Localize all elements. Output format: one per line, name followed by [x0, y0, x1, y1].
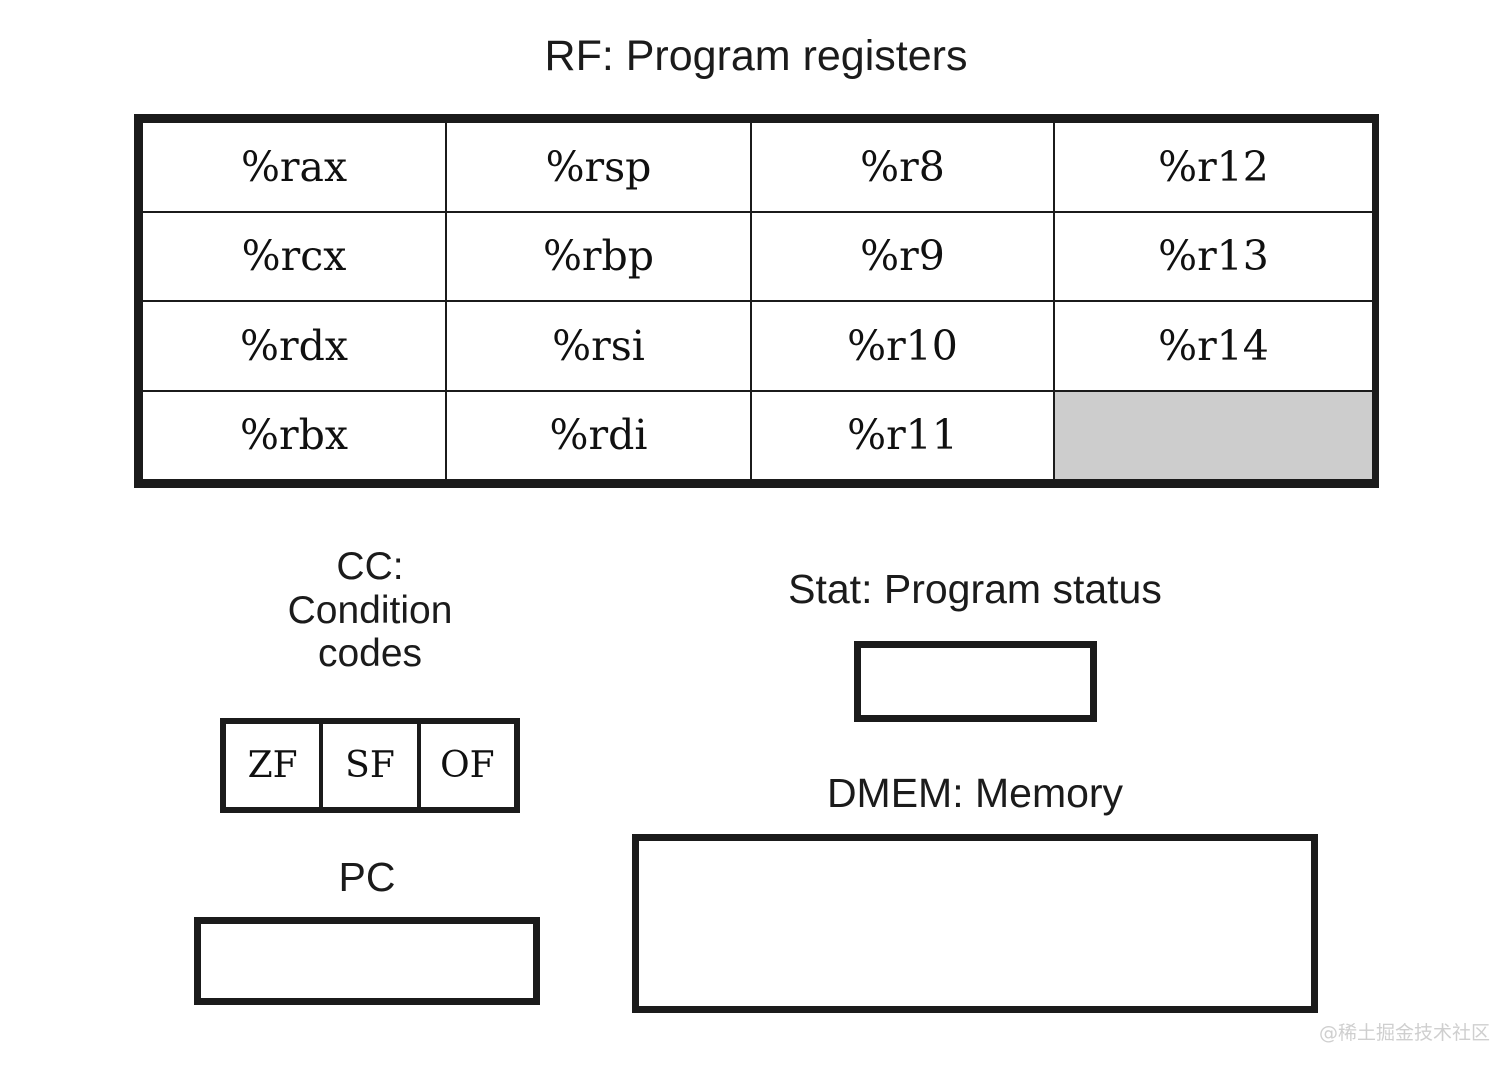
register-cell: %r10 — [750, 300, 1055, 392]
memory-box — [632, 834, 1318, 1013]
register-file-title: RF: Program registers — [544, 32, 968, 80]
memory-title: DMEM: Memory — [826, 770, 1124, 816]
register-cell: %rax — [141, 121, 447, 213]
register-cell: %rcx — [141, 210, 447, 302]
register-cell: %r12 — [1053, 121, 1374, 213]
register-cell: %r13 — [1053, 210, 1374, 302]
table-row: %rax %rsp %r8 %r12 — [141, 121, 1374, 213]
program-counter-box — [194, 917, 540, 1005]
register-cell: %r14 — [1053, 300, 1374, 392]
register-cell: %r11 — [750, 389, 1055, 481]
register-cell: %rsi — [445, 300, 752, 392]
flag-cell-sf: SF — [323, 724, 421, 807]
register-cell: %rdi — [445, 389, 752, 481]
program-counter-title: PC — [338, 854, 396, 900]
watermark: @稀土掘金技术社区 — [1318, 1022, 1490, 1044]
table-row: %rcx %rbp %r9 %r13 — [141, 210, 1374, 302]
flag-cell-of: OF — [440, 745, 495, 786]
register-cell: %rbp — [445, 210, 752, 302]
register-file-table: %rax %rsp %r8 %r12 %rcx %rbp %r9 %r13 %r… — [134, 114, 1379, 488]
table-row: %rbx %rdi %r11 — [141, 389, 1374, 481]
register-cell: %rdx — [141, 300, 447, 392]
condition-codes-title: CC: Condition codes — [287, 545, 453, 676]
condition-codes-box: ZF SF OF — [220, 718, 520, 813]
flag-cell-zf: ZF — [226, 724, 324, 807]
program-status-box — [854, 641, 1097, 722]
program-status-title: Stat: Program status — [788, 566, 1162, 612]
register-cell-empty — [1053, 389, 1374, 481]
table-row: %rdx %rsi %r10 %r14 — [141, 300, 1374, 392]
register-cell: %r8 — [750, 121, 1055, 213]
register-cell: %r9 — [750, 210, 1055, 302]
register-cell: %rsp — [445, 121, 752, 213]
register-cell: %rbx — [141, 389, 447, 481]
